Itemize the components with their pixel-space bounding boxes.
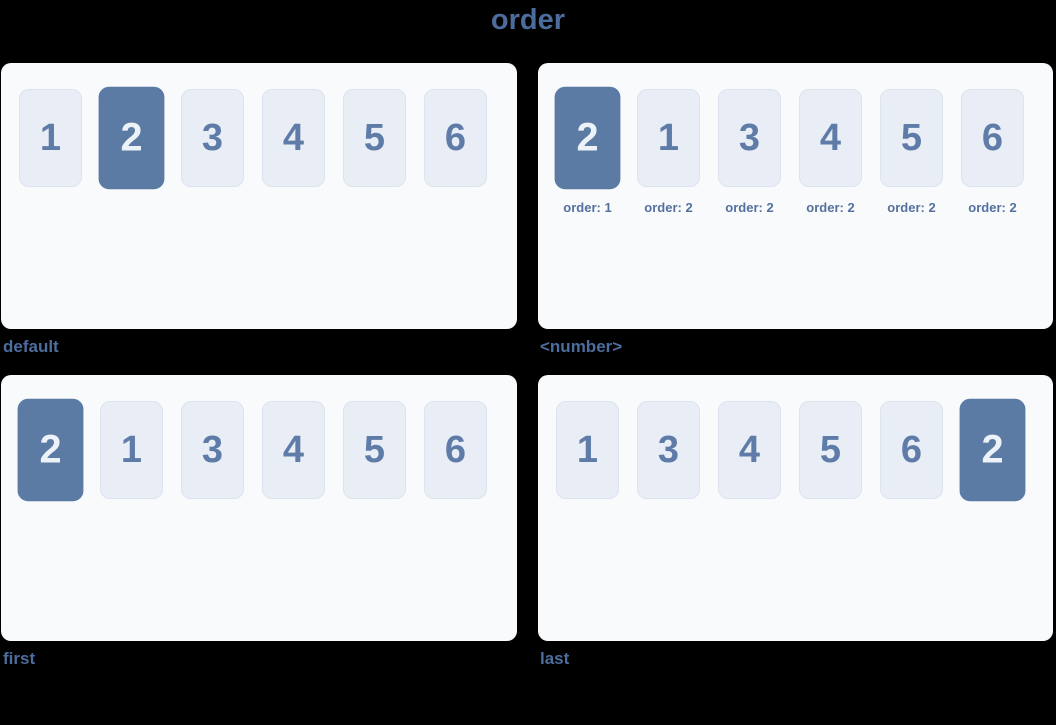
- flex-item: 6: [424, 401, 487, 499]
- box-3: 3: [637, 401, 700, 499]
- box-6: 6: [961, 89, 1024, 187]
- box-1: 1: [100, 401, 163, 499]
- box-1: 1: [19, 89, 82, 187]
- panel-label-last: last: [540, 649, 570, 668]
- box-5: 5: [343, 89, 406, 187]
- flex-item: 4 order: 2: [799, 89, 862, 215]
- active-box-2: 2: [959, 398, 1026, 502]
- box-3: 3: [181, 401, 244, 499]
- order-value-label: order: 2: [725, 200, 774, 215]
- flex-item: 2: [17, 398, 84, 502]
- flex-item: 5 order: 2: [880, 89, 943, 215]
- box-4: 4: [799, 89, 862, 187]
- box-6: 6: [880, 401, 943, 499]
- box-4: 4: [262, 89, 325, 187]
- box-5: 5: [343, 401, 406, 499]
- flex-item: 4: [718, 401, 781, 499]
- flex-item: 5: [343, 89, 406, 187]
- box-4: 4: [262, 401, 325, 499]
- box-1: 1: [637, 89, 700, 187]
- box-6: 6: [424, 401, 487, 499]
- box-4: 4: [718, 401, 781, 499]
- panel-cell-number: 2 order: 1 1 order: 2 3 order: 2 4 order: 2 5 ord…: [538, 63, 1053, 375]
- panel-label-first: first: [3, 649, 36, 668]
- flex-item: 1: [100, 401, 163, 499]
- flex-item: 6: [424, 89, 487, 187]
- flex-item: 1: [19, 89, 82, 187]
- flex-item: 4: [262, 89, 325, 187]
- flex-container-number: 2 order: 1 1 order: 2 3 order: 2 4 order: 2 5 ord…: [538, 63, 1053, 329]
- flex-item: 4: [262, 401, 325, 499]
- order-value-label: order: 2: [806, 200, 855, 215]
- active-box-2: 2: [98, 86, 165, 190]
- order-value-label: order: 2: [644, 200, 693, 215]
- flex-item: 2: [959, 398, 1026, 502]
- box-6: 6: [424, 89, 487, 187]
- box-3: 3: [181, 89, 244, 187]
- active-box-2: 2: [17, 398, 84, 502]
- active-box-2: 2: [554, 86, 621, 190]
- flex-item: 2 order: 1: [554, 86, 621, 215]
- flex-item: 2: [98, 86, 165, 190]
- order-value-label: order: 1: [563, 200, 612, 215]
- flex-item: 1 order: 2: [637, 89, 700, 215]
- flex-item: 3: [637, 401, 700, 499]
- panel-label-default: default: [3, 337, 59, 356]
- box-5: 5: [799, 401, 862, 499]
- panel-label-number: <number>: [540, 337, 623, 356]
- page-title: order: [490, 4, 566, 36]
- order-value-label: order: 2: [968, 200, 1017, 215]
- flex-item: 5: [343, 401, 406, 499]
- box-1: 1: [556, 401, 619, 499]
- flex-item: 3: [181, 89, 244, 187]
- flex-item: 3: [181, 401, 244, 499]
- flex-item: 3 order: 2: [718, 89, 781, 215]
- box-5: 5: [880, 89, 943, 187]
- box-3: 3: [718, 89, 781, 187]
- order-value-label: order: 2: [887, 200, 936, 215]
- flex-item: 6: [880, 401, 943, 499]
- flex-item: 5: [799, 401, 862, 499]
- flex-item: 1: [556, 401, 619, 499]
- flex-item: 6 order: 2: [961, 89, 1024, 215]
